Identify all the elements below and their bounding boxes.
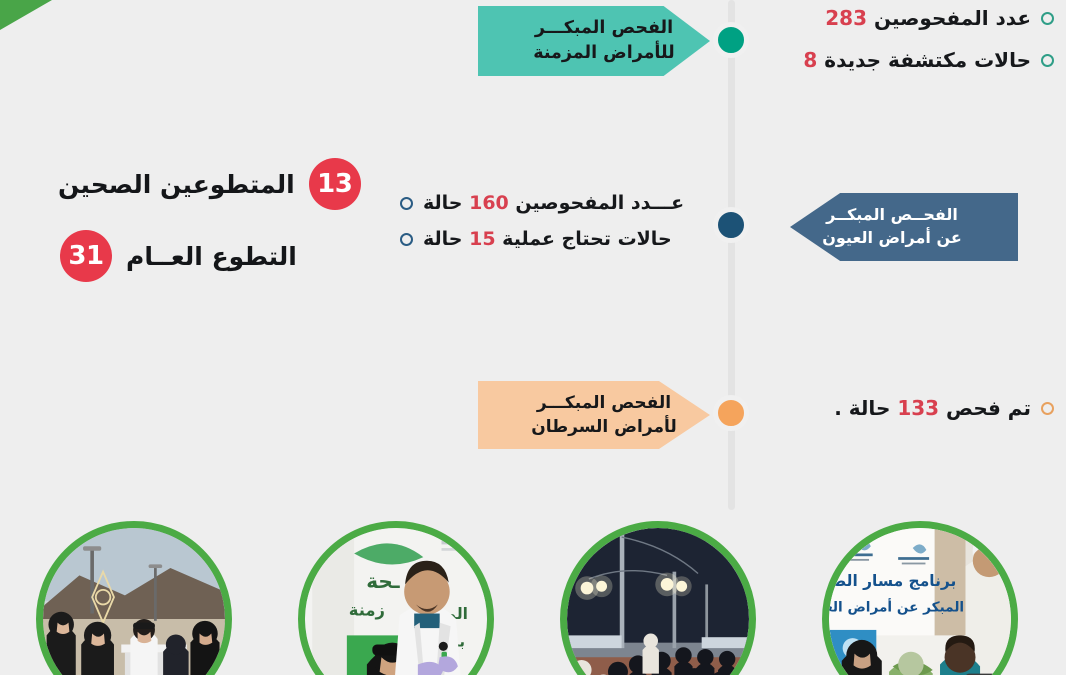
svg-text:برنامج مسار الصحة: برنامج مسار الصحة [829, 572, 956, 590]
photo-outdoor-screening-tent [36, 521, 232, 675]
callout-eyes-line2: عن أمراض العيون [822, 228, 962, 247]
svg-text:المبكر عن أمراض العيون: المبكر عن أمراض العيون [829, 598, 964, 616]
callout-eye-diseases: الفحــص المبكــر عن أمراض العيون [790, 193, 1018, 261]
bullet-icon [400, 196, 413, 210]
volunteer-general-label: التطوع العــام [126, 241, 297, 271]
timeline-dot-cancer [713, 395, 749, 431]
volunteer-health-count: 13 [308, 158, 361, 210]
svg-text:زمنة: زمنة [349, 600, 385, 619]
corner-accent-triangle [0, 0, 52, 30]
volunteer-general-row: التطوع العــام 31 [60, 230, 297, 282]
stat-text: حالات مكتشفة جديدة 8 [803, 48, 1031, 72]
stat-number: 8 [803, 48, 818, 72]
stats-chronic-diseases: عدد المفحوصين 283 حالات مكتشفة جديدة 8 [803, 6, 1054, 72]
stat-number: 133 [897, 396, 940, 420]
bullet-icon [400, 232, 413, 246]
stat-number: 160 [469, 192, 509, 214]
photo-eye-screening-booth: برنامج مسار الصحة المبكر عن أمراض العيون [822, 521, 1018, 675]
callout-chronic-line2: للأمراض المزمنة [533, 43, 675, 63]
stat-row: عـــدد المفحوصين 160 حالة [400, 192, 684, 214]
stat-number: 15 [469, 228, 496, 250]
stat-text: تم فحص 133 حالة . [834, 396, 1031, 420]
callout-eyes-line1: الفحــص المبكــر [826, 205, 958, 225]
callout-chronic-line1: الفحص المبكـــر [534, 18, 674, 39]
timeline-dot-eyes [713, 207, 749, 243]
bullet-icon [1041, 401, 1054, 415]
photo-strip: مـ ـحة زمنة المبكـ بدعـ [0, 510, 1066, 675]
stat-row: عدد المفحوصين 283 [803, 6, 1054, 30]
bullet-icon [1041, 11, 1054, 25]
stat-number: 283 [825, 6, 867, 30]
callout-cancer-diseases: الفحص المبكـــر لأمراض السرطان [478, 381, 710, 449]
stat-text: عدد المفحوصين 283 [825, 6, 1031, 30]
stats-cancer-diseases: تم فحص 133 حالة . [834, 396, 1054, 420]
callout-chronic-diseases: الفحص المبكـــر للأمراض المزمنة [478, 6, 710, 76]
stat-row: حالات مكتشفة جديدة 8 [803, 48, 1054, 72]
stat-text: حالات تحتاج عملية 15 حالة [423, 228, 672, 250]
volunteer-health-row: 13 المتطوعين الصحين [58, 158, 361, 210]
stat-text: عـــدد المفحوصين 160 حالة [423, 192, 685, 214]
photo-evening-gathering [560, 521, 756, 675]
timeline-track [728, 0, 735, 510]
callout-cancer-line2: لأمراض السرطان [531, 417, 677, 437]
volunteer-general-count: 31 [60, 230, 112, 282]
callout-cancer-line1: الفحص المبكـــر [536, 392, 672, 413]
stat-row: تم فحص 133 حالة . [834, 396, 1054, 420]
stats-eye-diseases: عـــدد المفحوصين 160 حالة حالات تحتاج عم… [400, 192, 684, 250]
volunteer-health-label: المتطوعين الصحين [58, 169, 295, 199]
timeline-dot-chronic [713, 22, 749, 58]
stat-row: حالات تحتاج عملية 15 حالة [400, 228, 684, 250]
photo-doctor-with-gloves: مـ ـحة زمنة المبكـ بدعـ [298, 521, 494, 675]
bullet-icon [1041, 53, 1054, 67]
